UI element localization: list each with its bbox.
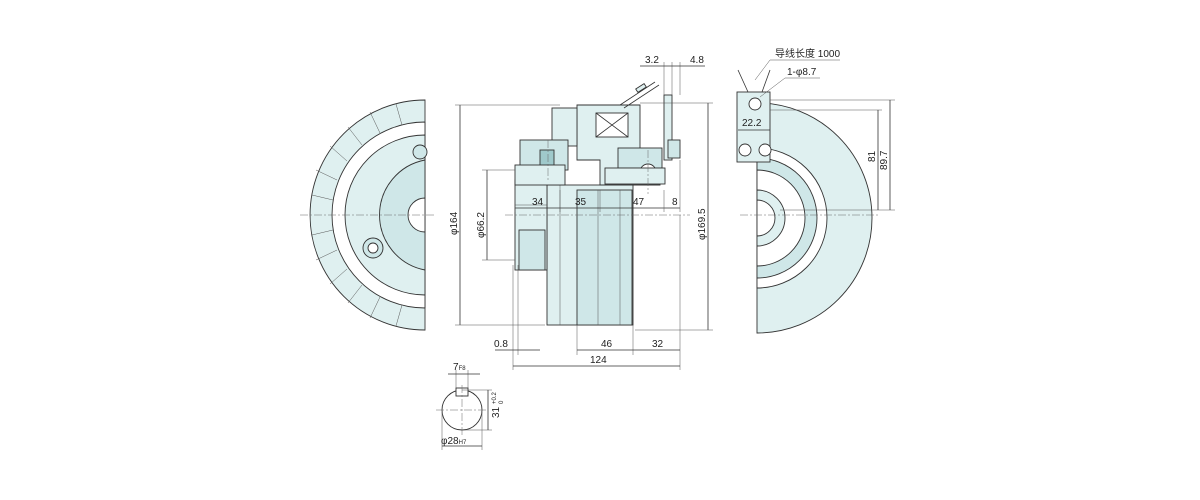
side-section-view [505,81,690,326]
dim-46: 46 [601,339,613,350]
hole-label: 1-φ8.7 [787,67,817,78]
dim-3-2: 3.2 [645,55,659,66]
dim-keyway-depth-tol-upper: +0.2 [492,391,498,404]
dimension-lines [441,59,895,450]
dim-0-8: 0.8 [494,339,508,350]
dim-81: 81 [867,150,878,162]
dim-phi169-5: φ169.5 [697,208,708,240]
dim-35: 35 [575,197,587,208]
dim-keyway-depth-tol-lower: 0 [499,400,505,404]
dim-32: 32 [652,339,664,350]
lead-length-label: 导线长度 1000 [775,47,840,60]
radial-fins [311,100,426,330]
left-face-view [300,99,435,331]
dim-4-8: 4.8 [690,55,704,66]
dim-keyway-depth: 31 [491,406,502,418]
right-side-view [736,69,880,334]
dim-phi66-2: φ66.2 [476,212,487,238]
dim-phi164: φ164 [449,211,460,235]
dim-89-7: 89.7 [879,150,890,170]
dim-8: 8 [672,197,678,208]
dim-34: 34 [532,197,544,208]
dim-22-2: 22.2 [742,118,762,129]
dim-47: 47 [633,197,645,208]
dim-keyway-width: 7F8 [453,362,466,373]
dim-124: 124 [590,355,607,366]
keyway-detail [436,385,488,435]
dim-bore: φ28H7 [441,436,467,447]
dimension-labels: 3.2 4.8 34 35 47 8 φ164 φ66.2 φ169.5 0.8… [441,47,890,447]
